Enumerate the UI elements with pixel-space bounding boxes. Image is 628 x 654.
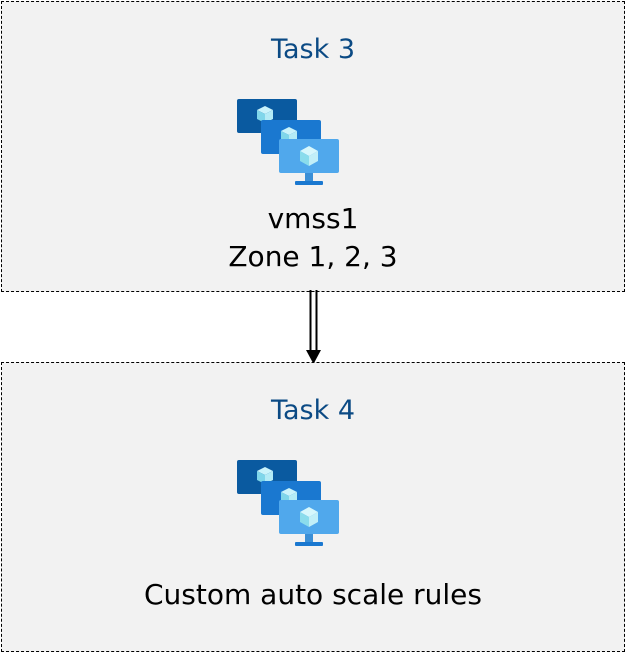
flow-arrow: [306, 290, 321, 364]
task-3-box: Task 3 vmss1 Zone 1, 2, 3: [1, 1, 625, 292]
task-4-description: Custom auto scale rules: [144, 578, 482, 611]
task-4-box: Task 4 Custom auto scale rules: [1, 362, 625, 652]
task-3-name: vmss1: [267, 202, 359, 235]
task-3-zones: Zone 1, 2, 3: [228, 240, 398, 273]
task-4-title: Task 4: [270, 395, 356, 426]
vm-scale-set-icon: [237, 99, 339, 185]
task-3-title: Task 3: [270, 34, 356, 65]
vm-scale-set-icon: [237, 460, 339, 546]
